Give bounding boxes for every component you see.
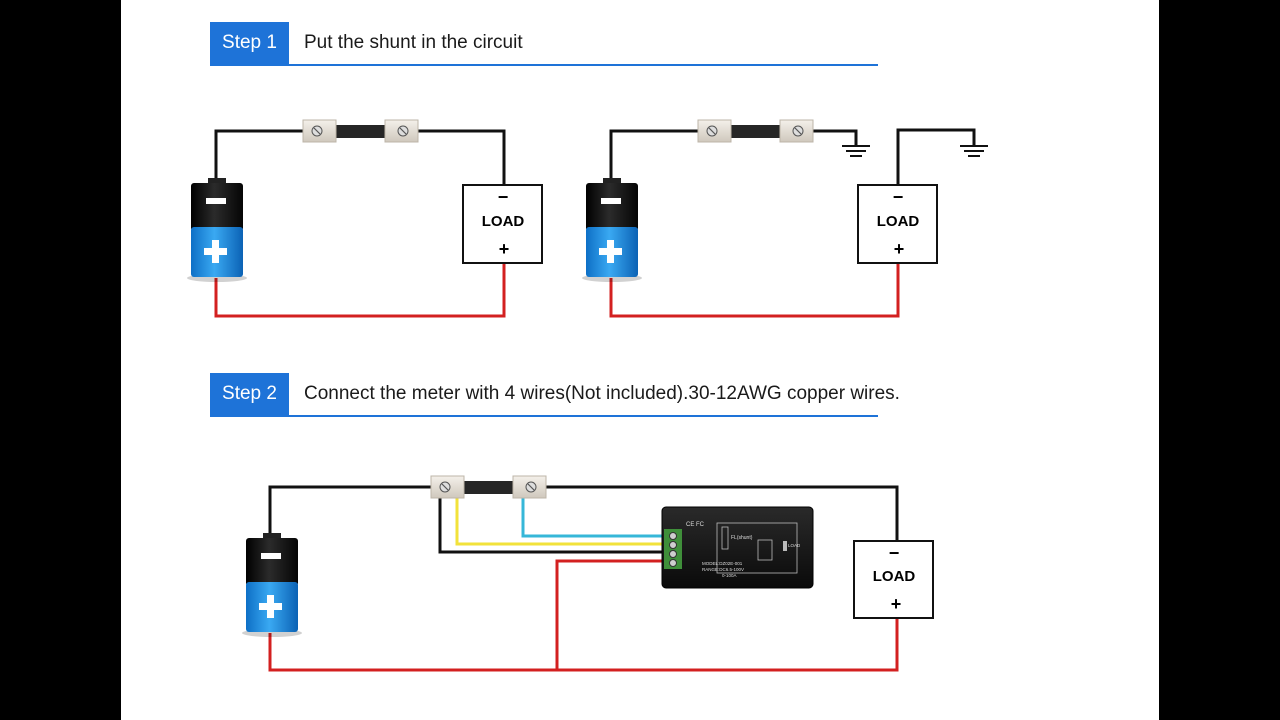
step-2-divider (210, 415, 878, 417)
sense-wire-cyan (521, 492, 677, 538)
load-box: − LOAD + (857, 184, 938, 264)
instruction-sheet: Step 1 Put the shunt in the circuit Step… (121, 0, 1159, 720)
minus-icon (601, 198, 621, 204)
step-1-header: Step 1 Put the shunt in the circuit (210, 22, 878, 66)
battery (582, 178, 642, 282)
meter-model: MODEL:DZ02E-001 (702, 561, 743, 566)
step-1-divider (210, 64, 878, 66)
load-box: − LOAD + (853, 540, 934, 619)
wiring-diagram: − LOAD + (187, 119, 988, 672)
meter-range-current: 0-100A (722, 573, 737, 578)
load-label: LOAD (482, 213, 525, 230)
positive-wire (268, 619, 899, 672)
step-2-text: Connect the meter with 4 wires(Not inclu… (304, 383, 900, 404)
minus-icon (206, 198, 226, 204)
circuit-2: − LOAD + (582, 119, 988, 318)
plus-icon (259, 595, 282, 618)
step-1-badge: Step 1 (210, 22, 289, 64)
negative-wire (609, 129, 699, 180)
step-2-header: Step 2 Connect the meter with 4 wires(No… (210, 373, 900, 417)
meter-positive-wire (555, 559, 677, 670)
plus-icon (599, 240, 622, 263)
positive-wire (214, 264, 506, 318)
minus-icon (261, 553, 281, 559)
shunt-resistor (302, 119, 419, 143)
load-plus-sign: + (891, 594, 902, 614)
load-plus-sign: + (499, 239, 510, 259)
negative-wire (546, 485, 899, 541)
shunt-resistor (430, 475, 547, 499)
power-meter: CE FC FL(shunt) LOAD MODEL:DZ02E-001 RAN… (661, 506, 814, 589)
load-minus-sign: − (889, 543, 900, 563)
circuit-3: CE FC FL(shunt) LOAD MODEL:DZ02E-001 RAN… (242, 475, 934, 672)
negative-wire (896, 128, 976, 186)
meter-negative-wire (438, 492, 677, 554)
negative-wire (268, 485, 433, 534)
step-2-badge: Step 2 (210, 373, 289, 415)
load-minus-sign: − (893, 187, 904, 207)
meter-ce-mark: CE FC (686, 522, 705, 528)
positive-wire (609, 264, 900, 318)
load-minus-sign: − (498, 187, 509, 207)
meter-load-label: LOAD (788, 543, 801, 548)
ground-icon (842, 145, 870, 157)
meter-fl-label: FL(shunt) (731, 535, 753, 541)
battery (187, 178, 247, 282)
battery (242, 533, 302, 637)
ground-icon (960, 145, 988, 157)
negative-wire (401, 129, 506, 186)
load-plus-sign: + (894, 239, 905, 259)
negative-wire (214, 129, 321, 180)
meter-range: RANGE:DC6.5-100V (702, 567, 744, 572)
sense-wire-yellow (455, 492, 677, 546)
negative-wire (811, 129, 858, 146)
plus-icon (204, 240, 227, 263)
load-label: LOAD (877, 213, 920, 230)
load-label: LOAD (873, 568, 916, 585)
load-box: − LOAD + (462, 184, 543, 264)
shunt-resistor (697, 119, 814, 143)
circuit-1: − LOAD + (187, 119, 543, 318)
step-1-text: Put the shunt in the circuit (304, 32, 523, 53)
